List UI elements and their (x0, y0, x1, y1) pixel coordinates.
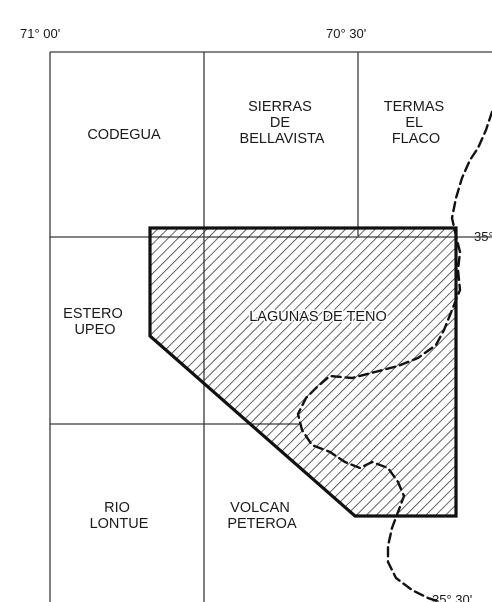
longitude-label-east: 70° 30' (326, 26, 366, 41)
international-border (296, 110, 492, 602)
quadrangle-label-volcan-peteroa: VOLCAN PETEROA (227, 500, 297, 532)
latitude-label-south: 35° 30' (432, 592, 472, 602)
quadrangle-label-rio-lontue: RIO LONTUE (90, 500, 149, 532)
quadrangle-label-codegua: CODEGUA (87, 127, 161, 143)
study-area-label: LAGUNAS DE TENO (249, 309, 387, 325)
quadrangle-label-estero-upeo: ESTERO UPEO (63, 306, 127, 338)
quadrangle-label-sierras-de-bellavista: SIERRAS DE BELLAVISTA (240, 99, 325, 147)
study-area-polygon (148, 226, 458, 518)
quadrangle-label-termas-el-flaco: TERMAS EL FLACO (384, 99, 448, 147)
longitude-label-west: 71° 00' (20, 26, 60, 41)
